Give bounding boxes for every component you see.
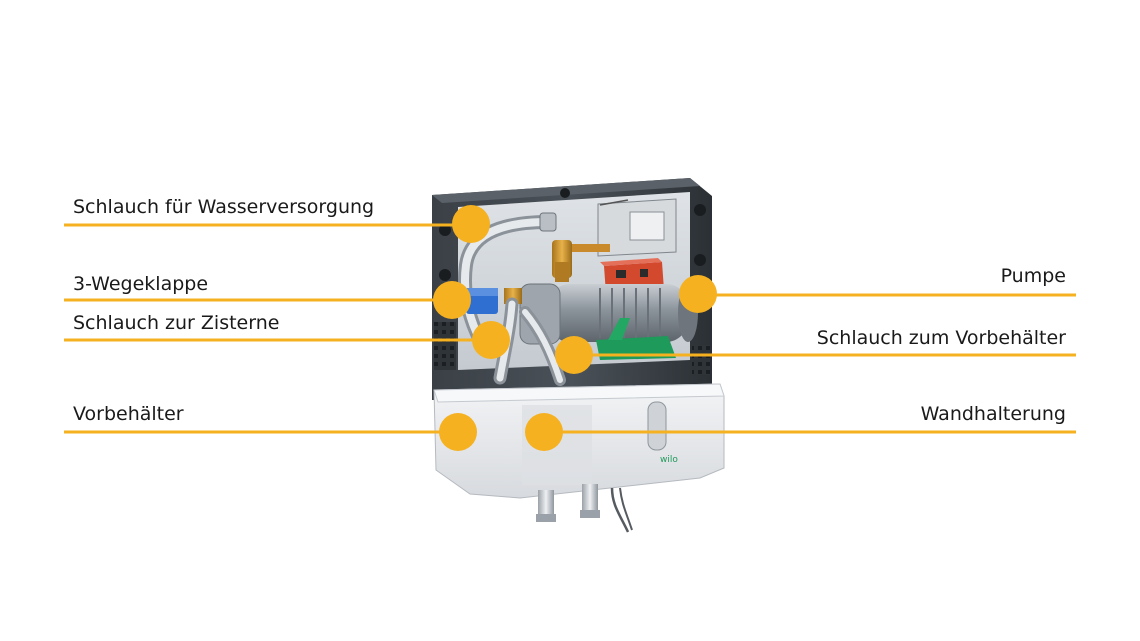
callout-dot-pump — [679, 275, 717, 313]
callout-dot-water-supply — [452, 205, 490, 243]
water-supply-hose — [458, 212, 557, 347]
callout-label-pump: Pumpe — [1000, 265, 1066, 287]
brand-mark: wilo — [660, 455, 678, 465]
callout-dot-pre-tank-hose — [555, 336, 593, 374]
brass-valve — [552, 240, 610, 282]
callout-dots — [433, 205, 717, 451]
callout-dot-valve — [433, 281, 471, 319]
callout-label-wall-mount: Wandhalterung — [920, 403, 1066, 425]
callout-label-three-way-valve: 3-Wegeklappe — [73, 273, 209, 295]
callout-label-pre-tank: Vorbehälter — [73, 403, 184, 425]
callout-dot-wall-mount — [525, 413, 563, 451]
callout-label-cistern-hose: Schlauch zur Zisterne — [73, 312, 280, 334]
control-box — [597, 198, 677, 257]
callout-lines — [64, 223, 1076, 434]
pump-motor — [519, 283, 698, 360]
callout-dot-cistern — [472, 321, 510, 359]
three-way-valve — [466, 288, 498, 314]
callout-dot-pre-tank — [439, 413, 477, 451]
callout-label-pre-tank-hose: Schlauch zum Vorbehälter — [816, 327, 1066, 349]
pre-tank: wilo — [433, 383, 725, 533]
callout-label-water-supply-hose: Schlauch für Wasserversorgung — [73, 196, 375, 218]
